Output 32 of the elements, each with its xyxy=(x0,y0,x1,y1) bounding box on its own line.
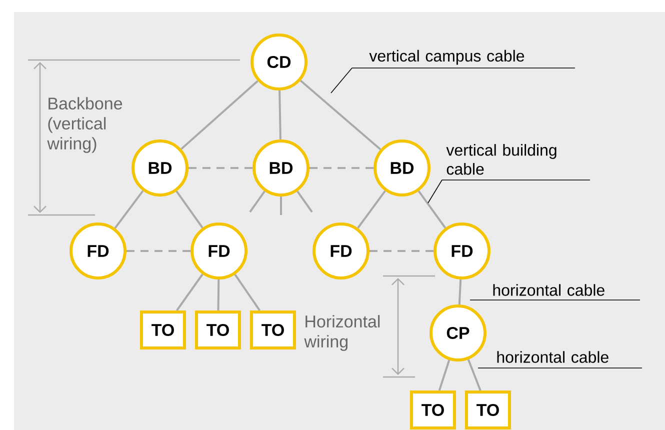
cable-line xyxy=(126,250,190,252)
cable-line xyxy=(280,196,282,215)
cable-line xyxy=(114,190,144,229)
cable-line xyxy=(370,250,434,252)
cable-line xyxy=(176,190,204,228)
cable-line xyxy=(357,190,386,229)
cable-line xyxy=(180,80,258,150)
cable-line xyxy=(278,90,282,140)
cable-line xyxy=(296,190,313,213)
cable-line xyxy=(217,279,220,310)
outlet-box: TO xyxy=(465,390,511,430)
cable-line xyxy=(458,279,462,305)
cable-line xyxy=(438,360,450,391)
outlet-box: TO xyxy=(140,310,186,350)
outlet-box: TO xyxy=(195,310,241,350)
cable-label: horizontal cable xyxy=(470,284,640,300)
leader-line xyxy=(330,68,352,94)
cable-line xyxy=(249,190,266,213)
cable-line xyxy=(467,359,482,391)
cable-line xyxy=(234,274,261,312)
dimension-label: Backbone (vertical wiring) xyxy=(47,97,122,153)
outlet-box: TO xyxy=(250,310,296,350)
cable-line xyxy=(418,190,446,228)
cable-line xyxy=(176,274,204,312)
dimension-label: Horizontal wiring xyxy=(304,315,380,351)
cable-line xyxy=(300,80,382,150)
leader-line xyxy=(428,180,442,204)
cable-label: vertical campus cable xyxy=(352,50,576,68)
outlet-box: TO xyxy=(410,390,456,430)
cable-line xyxy=(310,167,374,169)
cable-line xyxy=(188,167,252,169)
cable-label: vertical building cable xyxy=(442,144,590,180)
